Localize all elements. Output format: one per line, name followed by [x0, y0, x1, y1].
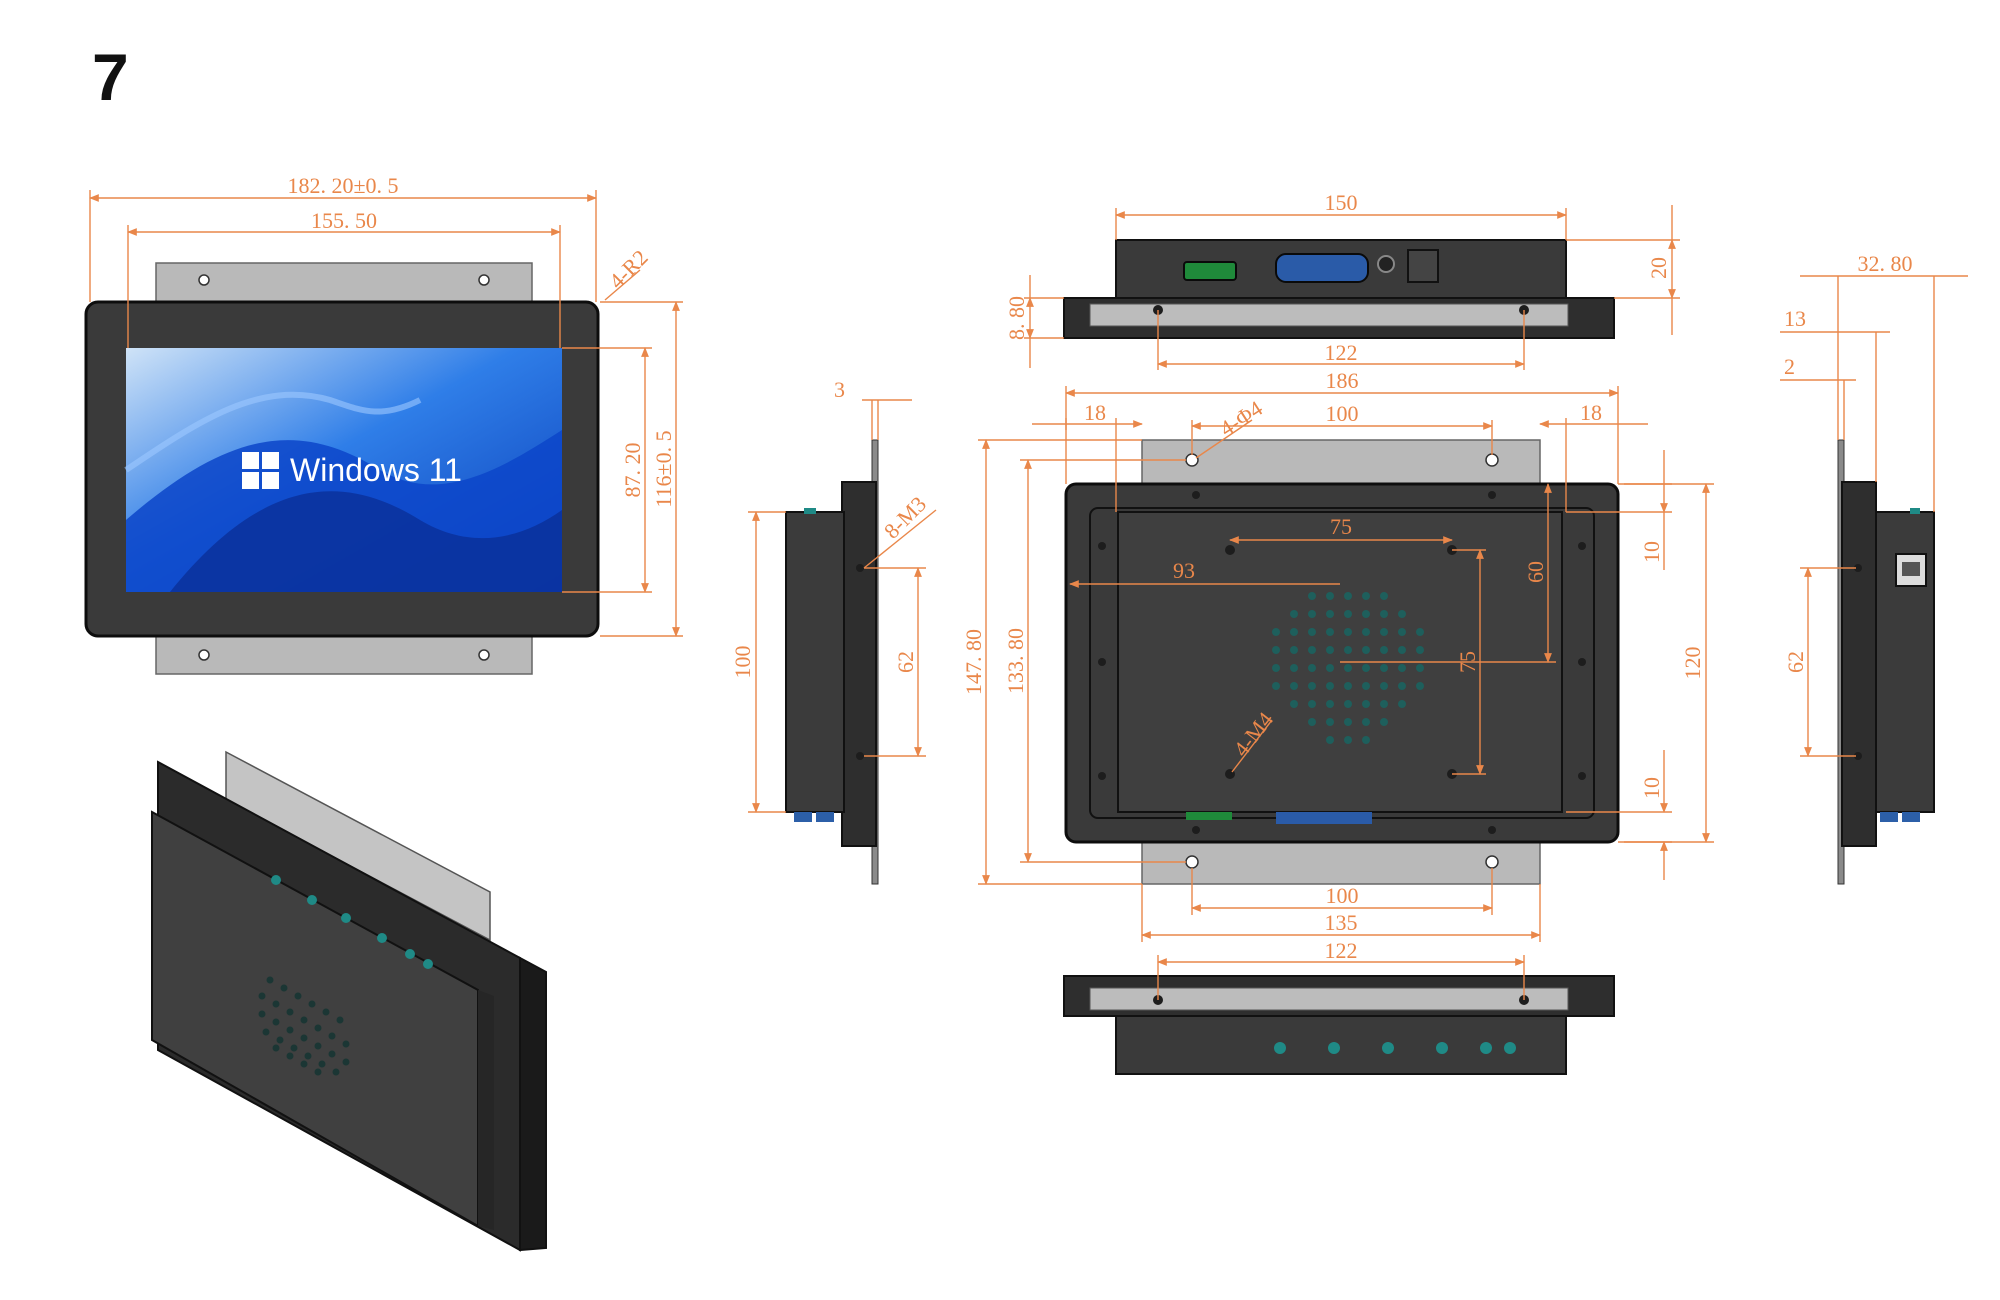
- hdmi-port: [1183, 261, 1237, 281]
- rear-bottom-bracket: [1141, 837, 1541, 885]
- top-hole-span-label: 122: [1325, 340, 1358, 365]
- right-depth-label: 32. 80: [1858, 251, 1913, 276]
- right-side-view: 32. 80 13 2 62: [1780, 251, 1968, 885]
- speaker-grille: [258, 976, 350, 1076]
- right-offset-a-label: 13: [1784, 306, 1806, 331]
- rear-view: 186 18 18 100 4-Φ4 75 93 75 60 4-M4 10: [961, 368, 1714, 942]
- side-height-label: 100: [730, 646, 755, 679]
- isometric-rear-view: [151, 750, 547, 1252]
- top-view: 150 20 8. 80 122: [1004, 190, 1680, 370]
- front-view: Windows 11 182. 20±0. 5 155. 50 4-R2 87.…: [84, 173, 683, 675]
- front-width-label: 182. 20±0. 5: [287, 173, 398, 198]
- side-thickness-label: 3: [834, 377, 845, 402]
- front-screen-width-label: 155. 50: [311, 208, 377, 233]
- rear-mount-holes-label: 4-Φ4: [1215, 395, 1267, 441]
- rear-bottom-margin-label: 10: [1639, 777, 1664, 799]
- rear-hole-span-label: 100: [1326, 401, 1359, 426]
- rear-top-bracket: [1141, 439, 1541, 487]
- dc-power-jack: [1407, 249, 1439, 283]
- page-number: 7: [92, 40, 129, 114]
- bottom-hole-span-label: 122: [1325, 938, 1358, 963]
- top-width-label: 150: [1325, 190, 1358, 215]
- top-flange-label: 8. 80: [1004, 296, 1029, 340]
- right-offset-b-label: 2: [1784, 354, 1795, 379]
- front-corner-radius-label: 4-R2: [604, 245, 653, 294]
- side-hole-span-label: 62: [893, 651, 918, 673]
- front-height-label: 116±0. 5: [651, 430, 676, 507]
- rear-bracket-width-label: 135: [1325, 910, 1358, 935]
- rear-height-inner-label: 133. 80: [1003, 628, 1028, 694]
- rear-top-margin-label: 10: [1639, 541, 1664, 563]
- rear-height-total-label: 147. 80: [961, 629, 986, 695]
- top-mounting-bracket: [155, 262, 533, 304]
- rear-offset-y-label: 60: [1523, 561, 1548, 583]
- top-depth-label: 20: [1646, 257, 1671, 279]
- rear-bottom-hole-span-label: 100: [1326, 883, 1359, 908]
- vga-port: [1275, 253, 1369, 283]
- bottom-view: 122: [1063, 938, 1615, 1075]
- rear-body-height-label: 120: [1680, 647, 1705, 680]
- front-screen-height-label: 87. 20: [620, 443, 645, 498]
- left-side-view: 3 8-M3 100 62: [730, 377, 937, 885]
- audio-jack: [1377, 255, 1395, 273]
- rear-overall-width-label: 186: [1326, 368, 1359, 393]
- screen-brand-text: Windows 11: [290, 452, 462, 488]
- rear-left-margin-label: 18: [1084, 400, 1106, 425]
- rear-speaker-grille: [1272, 592, 1424, 744]
- rear-right-margin-label: 18: [1580, 400, 1602, 425]
- right-hole-span-label: 62: [1783, 651, 1808, 673]
- windows-logo-icon: [242, 452, 279, 489]
- rear-vesa-width-label: 75: [1330, 514, 1352, 539]
- rear-offset-x-label: 93: [1173, 558, 1195, 583]
